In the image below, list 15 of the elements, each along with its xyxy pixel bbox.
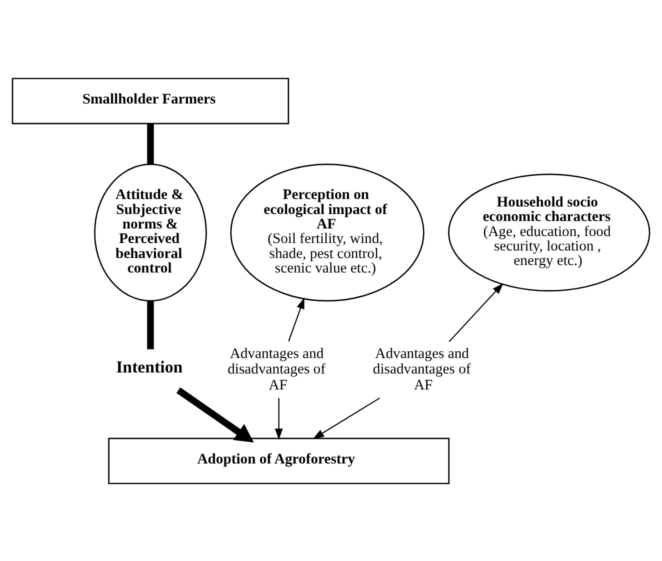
arrow <box>274 398 283 440</box>
node-box: Adoption of Agroforestry <box>108 437 450 484</box>
connector <box>147 300 154 349</box>
connector <box>147 123 154 164</box>
node-text: Intention <box>116 357 183 376</box>
node-ellipse: Attitude & Subjective norms & Perceived behavioral control <box>94 163 207 302</box>
arrow <box>176 386 254 442</box>
node-text: Advantages and disadvantages of AF <box>228 345 326 393</box>
arrow <box>312 397 380 439</box>
arrow <box>448 282 504 342</box>
node-ellipse: Perception on ecological impact of AF (Soil fertility, wind, shade, pest control, scenic value etc.) <box>230 163 424 302</box>
node-text: Advantages and disadvantages of AF <box>372 345 471 393</box>
arrow <box>288 297 304 342</box>
node-ellipse: Household socio economic characters (Age, education, food security, location , energy etc.) <box>448 173 650 292</box>
node-box: Smallholder Farmers <box>12 77 290 124</box>
